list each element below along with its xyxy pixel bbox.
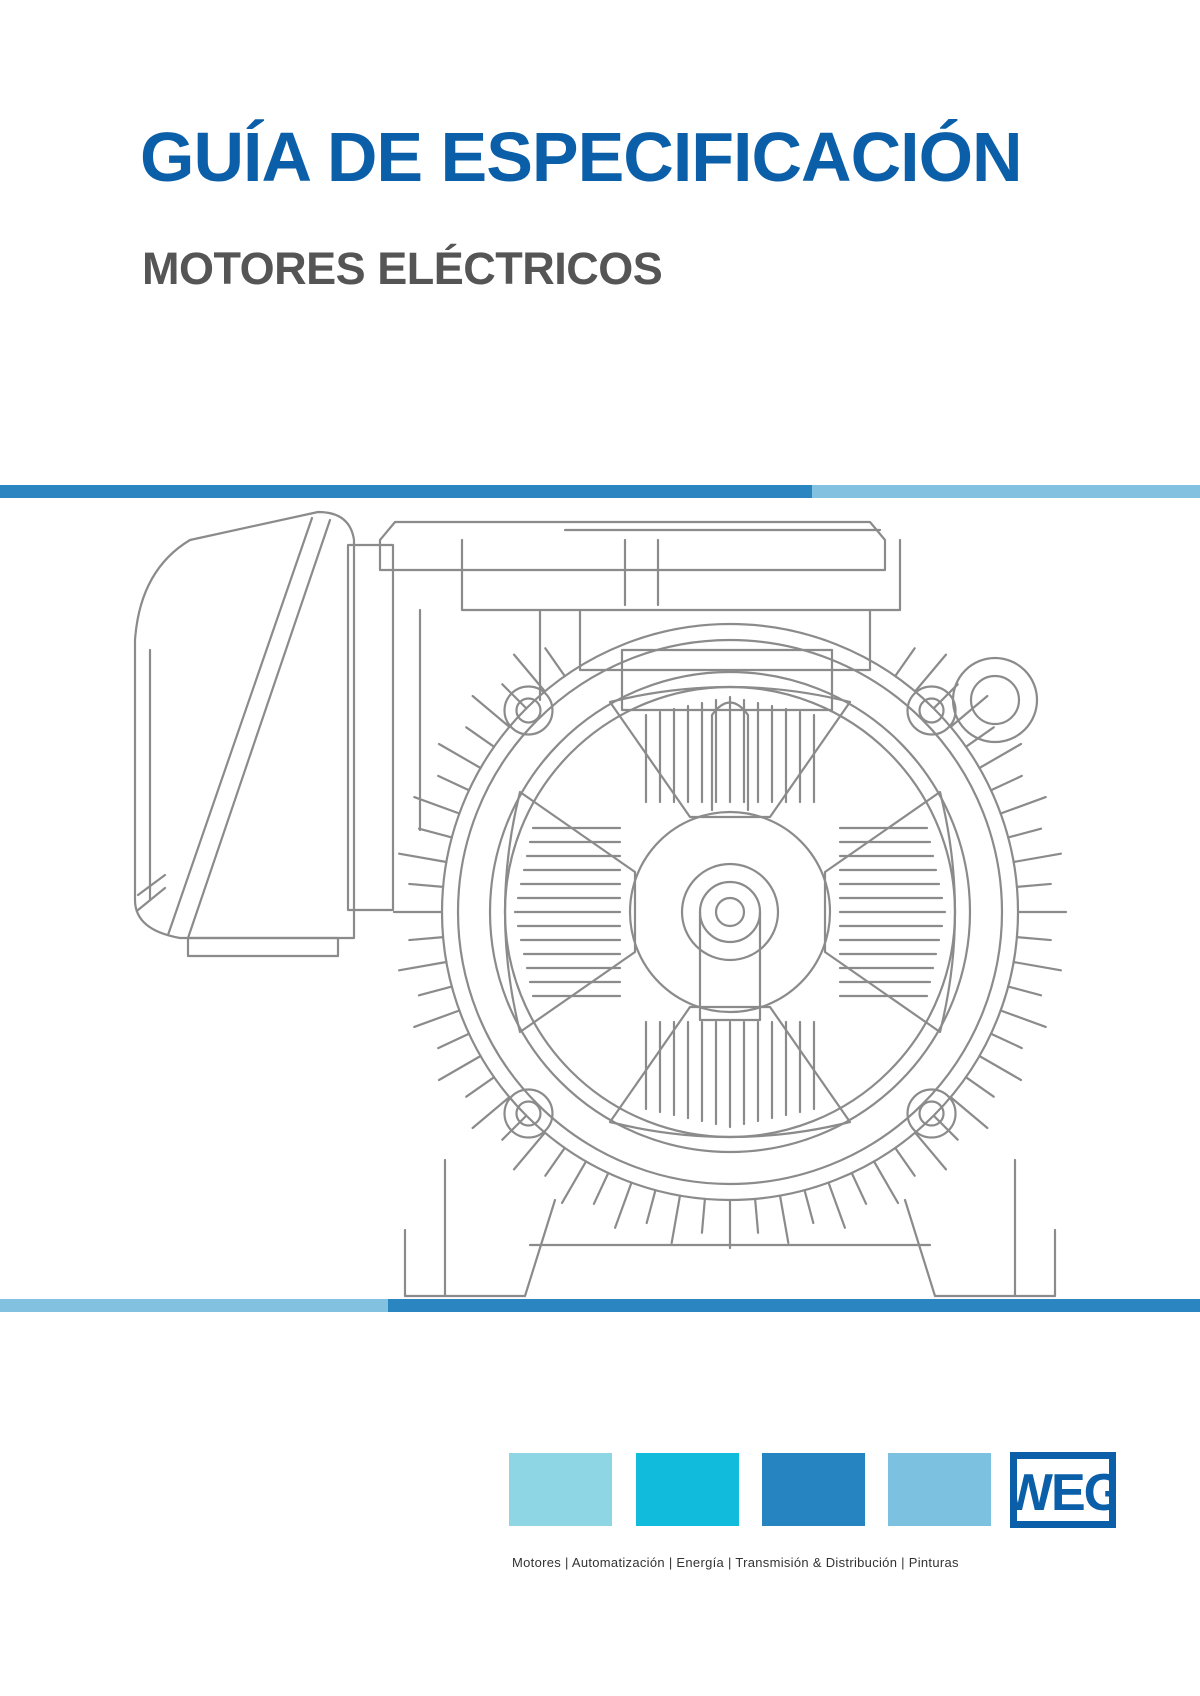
swatch-3 xyxy=(762,1453,865,1526)
cooling-fin xyxy=(408,882,445,888)
document-title: GUÍA DE ESPECIFICACIÓN xyxy=(140,118,1023,196)
cooling-fin xyxy=(465,1076,496,1098)
cooling-fin xyxy=(398,960,448,972)
top-rule-light xyxy=(812,485,1200,498)
top-rule-dark xyxy=(0,485,812,498)
business-lines: Motores | Automatización | Energía | Tra… xyxy=(512,1555,959,1570)
swatch-2 xyxy=(636,1453,739,1526)
cooling-fin xyxy=(471,1096,511,1130)
weg-logo: WEG xyxy=(1010,1452,1116,1528)
mounting-feet xyxy=(403,1158,1057,1298)
bolt-boss xyxy=(906,1088,957,1139)
bolt-boss xyxy=(906,685,957,736)
cooling-fin xyxy=(417,985,453,997)
cooling-fin xyxy=(1007,985,1043,997)
cooling-fin xyxy=(1012,852,1062,864)
cooling-fin xyxy=(914,653,948,693)
cooling-fin xyxy=(989,774,1023,792)
fan-blade-outline xyxy=(823,790,957,1034)
cooling-fin xyxy=(512,653,546,693)
cooling-fin xyxy=(1012,960,1062,972)
swatch-1 xyxy=(509,1453,612,1526)
cooling-fin xyxy=(932,683,959,710)
terminal-box xyxy=(133,510,395,958)
cooling-fin xyxy=(544,1146,566,1177)
cooling-fin xyxy=(932,1114,959,1141)
cooling-fin xyxy=(978,1054,1023,1082)
cooling-fin xyxy=(949,694,989,728)
frame-bolts xyxy=(503,685,957,1139)
cooling-fin xyxy=(471,694,511,728)
cooling-fin xyxy=(700,1197,706,1234)
fan-blade-outline xyxy=(608,685,852,819)
bottom-rule-dark xyxy=(388,1299,1200,1312)
bolt-boss xyxy=(503,685,554,736)
cooling-fin xyxy=(560,1160,588,1205)
cooling-fin xyxy=(894,1146,916,1177)
cooling-fin xyxy=(999,1009,1047,1029)
lifting-eye xyxy=(951,656,1039,744)
fan-blade xyxy=(608,685,852,819)
fan-blade xyxy=(503,790,637,1034)
cooling-fin xyxy=(964,726,995,748)
cooling-fin xyxy=(949,1096,989,1130)
cooling-fin xyxy=(964,1076,995,1098)
cooling-fin xyxy=(1015,882,1052,888)
cooling-fin xyxy=(827,1181,847,1229)
fan-blade-outline xyxy=(608,1005,852,1139)
cooling-fin xyxy=(850,1171,868,1205)
cooling-fin xyxy=(754,1197,760,1234)
cooling-fin xyxy=(914,1131,948,1171)
bottom-rule-light xyxy=(0,1299,388,1312)
cooling-fin xyxy=(872,1160,900,1205)
svg-text:WEG: WEG xyxy=(1010,1464,1116,1522)
fan-blade xyxy=(823,790,957,1034)
cooling-fin xyxy=(613,1181,633,1229)
color-swatches xyxy=(509,1453,993,1526)
fan-blade-outline xyxy=(503,790,637,1034)
cooling-fin xyxy=(413,795,461,815)
top-housing xyxy=(378,520,902,832)
cooling-fin xyxy=(894,647,916,678)
cooling-fin xyxy=(592,1171,610,1205)
cooling-fin xyxy=(413,1009,461,1029)
cooling-fin xyxy=(803,1189,815,1225)
cooling-fin xyxy=(501,1114,528,1141)
fan-blade xyxy=(608,1005,852,1139)
bolt-hole xyxy=(515,1100,542,1127)
cooling-fins xyxy=(392,647,1068,1250)
cooling-fin xyxy=(778,1194,790,1244)
cooling-fin xyxy=(989,1032,1023,1050)
cooling-fin xyxy=(437,1054,482,1082)
cooling-fin xyxy=(1015,936,1052,942)
document-subtitle: MOTORES ELÉCTRICOS xyxy=(142,243,663,294)
cooling-fin xyxy=(978,742,1023,770)
motor-illustration xyxy=(133,510,1068,1298)
bolt-boss xyxy=(503,1088,554,1139)
swatch-4 xyxy=(888,1453,991,1526)
fan-blades xyxy=(503,685,957,1139)
cooling-fin xyxy=(645,1189,657,1225)
cooling-fin xyxy=(465,726,496,748)
cooling-fin xyxy=(501,683,528,710)
cooling-fin xyxy=(544,647,566,678)
bolt-hole xyxy=(515,697,542,724)
bolt-hole xyxy=(918,697,945,724)
cooling-fin xyxy=(417,827,453,839)
cooling-fin xyxy=(512,1131,546,1171)
cooling-fin xyxy=(408,936,445,942)
cooling-fin xyxy=(437,774,471,792)
cooling-fin xyxy=(1007,827,1043,839)
bolt-hole xyxy=(918,1100,945,1127)
cooling-fin xyxy=(999,795,1047,815)
shaft-hub xyxy=(628,701,832,1022)
cooling-fin xyxy=(437,742,482,770)
cooling-fin xyxy=(670,1194,682,1244)
cooling-fin xyxy=(398,852,448,864)
cooling-fin xyxy=(437,1032,471,1050)
